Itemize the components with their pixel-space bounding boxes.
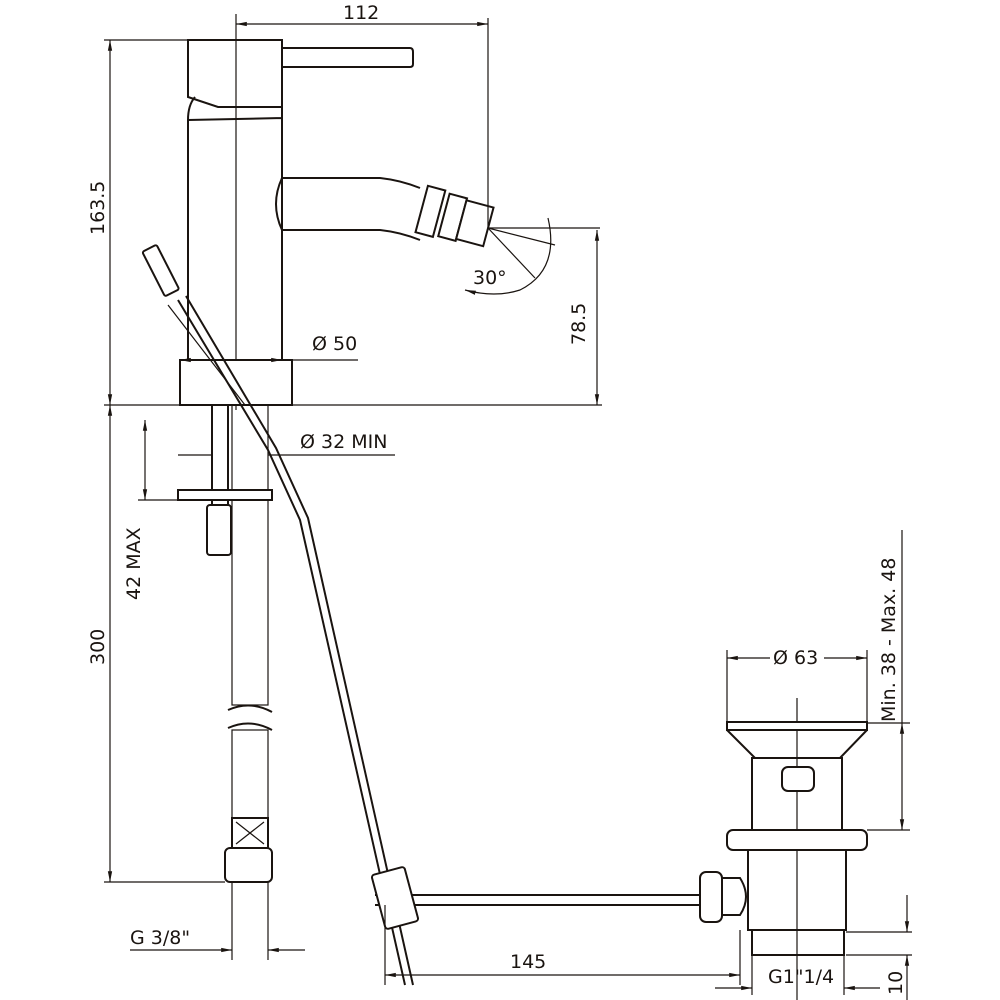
dim-163-label: 163.5	[87, 181, 109, 235]
pop-up-rod	[141, 244, 705, 986]
dim-63-label: Ø 63	[773, 647, 818, 669]
dimension-112: 112	[236, 2, 489, 228]
dimension-g-3-8: G 3/8"	[130, 882, 305, 960]
dim-range-label: Min. 38 - Max. 48	[878, 558, 900, 722]
dim-78-label: 78.5	[568, 303, 590, 345]
spout-angle-dimension: 30°	[464, 217, 600, 295]
dimension-diameter-50: Ø 50	[180, 333, 358, 363]
dim-10-label: 10	[885, 971, 907, 995]
threaded-stud	[177, 404, 273, 556]
dim-32-label: Ø 32 MIN	[300, 431, 387, 453]
angle-label: 30°	[473, 267, 507, 289]
dimension-g1-1-4: G1"1/4	[715, 955, 880, 995]
dimension-min-max: Min. 38 - Max. 48	[867, 530, 910, 831]
dimension-300: 300	[87, 405, 225, 883]
dimension-diameter-63: Ø 63	[726, 647, 868, 722]
dimension-78-5: 78.5	[568, 230, 600, 405]
dim-42-label: 42 MAX	[123, 527, 145, 600]
dim-50-label: Ø 50	[312, 333, 357, 355]
dim-145-label: 145	[510, 951, 546, 973]
dim-112-label: 112	[343, 2, 379, 24]
dim-g38-label: G 3/8"	[130, 927, 190, 949]
dim-g114-label: G1"1/4	[768, 966, 834, 988]
dim-300-label: 300	[87, 629, 109, 665]
dimension-42-max: 42 MAX	[123, 420, 178, 600]
dimension-10: 10	[846, 895, 912, 1000]
dimension-145: 145	[384, 905, 741, 985]
faucet-body	[179, 14, 495, 410]
dimension-163-5: 163.5	[87, 39, 188, 405]
dimension-diameter-32: Ø 32 MIN	[178, 431, 395, 456]
hose	[224, 404, 273, 883]
pop-up-waste	[699, 698, 868, 1000]
